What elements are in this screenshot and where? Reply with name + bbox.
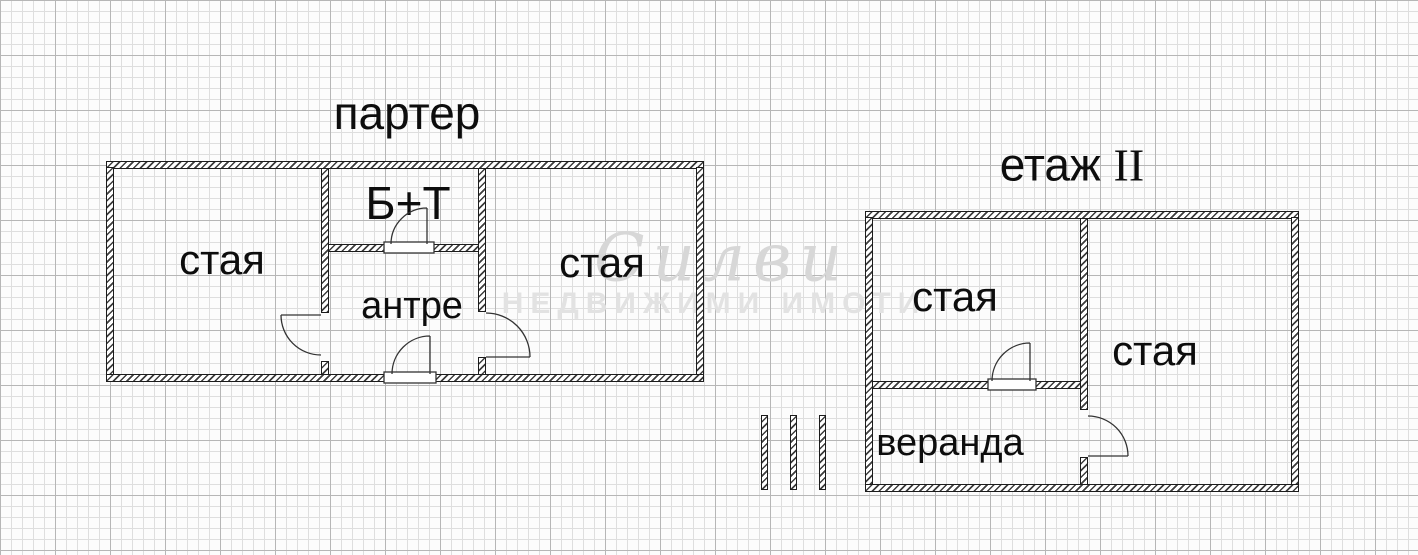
room-label-ground-left: стая [179,236,265,283]
wall [1291,217,1299,486]
wall [696,167,704,382]
wall [321,361,329,375]
door-icon [391,335,431,375]
wall [865,217,873,486]
wall [106,374,386,382]
wall [106,167,114,382]
wall [432,244,479,252]
stair-bar [761,415,768,490]
wall [1034,381,1081,389]
door-icon [280,314,322,356]
wall [872,381,989,389]
room-label-ground-bath: Б+Т [365,177,451,229]
room-label-ground-hall: антре [361,285,463,327]
door-icon [1087,415,1129,457]
room-label-second-right: стая [1112,327,1198,374]
room-label-second-veranda: веранда [876,422,1024,464]
door-sill [383,371,437,384]
wall [1080,218,1088,410]
wall [321,168,329,313]
wall [478,168,486,312]
wall [434,374,704,382]
door-sill [987,378,1037,391]
wall [478,357,486,375]
second-floor-title: етаж II [1000,142,1144,189]
second-floor-title-numeral: II [1113,139,1145,191]
door-icon [991,342,1031,382]
stair-bar [790,415,797,490]
stair-bar [819,415,826,490]
wall [328,244,386,252]
wall [106,161,704,169]
second-floor-title-text: етаж [999,138,1101,191]
room-label-second-top: стая [912,273,998,320]
wall [1080,457,1088,485]
watermark-tagline: НЕДВИЖИМИ ИМОТИ [501,287,927,320]
wall [865,484,1299,492]
door-sill [383,241,435,254]
watermark-brand: Силви [594,219,850,297]
room-label-ground-right: стая [559,239,645,286]
ground-floor-title: партер [333,87,481,139]
